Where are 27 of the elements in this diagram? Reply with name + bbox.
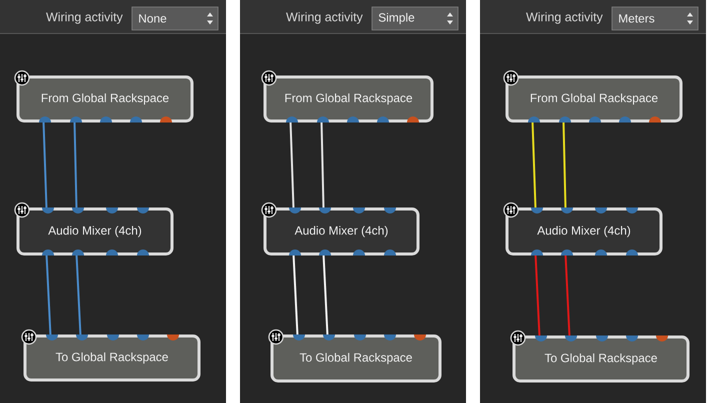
plugin-box: To Global Rackspace [270, 334, 442, 382]
wire [76, 254, 82, 336]
wire [322, 254, 328, 336]
wire [292, 254, 298, 336]
wire [320, 120, 324, 210]
plugin-box: From Global Rackspace [16, 76, 194, 122]
dropdown: Meters [612, 6, 698, 30]
wire [46, 254, 52, 336]
plugin-box: To Global Rackspace [24, 334, 200, 382]
wire [562, 120, 566, 210]
plugin-box: Audio Mixer (4ch) [506, 208, 662, 256]
wire [74, 120, 78, 210]
wire [534, 254, 540, 338]
field-label: Wiring activity [526, 12, 603, 24]
wire [290, 120, 294, 210]
plugin-box: Audio Mixer (4ch) [16, 208, 174, 256]
wire [532, 120, 536, 210]
wire [564, 254, 570, 338]
field-label: Wiring activity [286, 12, 363, 24]
dropdown: None [132, 6, 218, 30]
wire [42, 120, 48, 210]
plugin-box: From Global Rackspace [506, 76, 682, 122]
dropdown: Simple [372, 6, 458, 30]
plugin-box: Audio Mixer (4ch) [264, 208, 420, 256]
plugin-box: From Global Rackspace [264, 76, 434, 122]
field-label: Wiring activity [46, 12, 123, 24]
plugin-box: To Global Rackspace [512, 336, 690, 382]
